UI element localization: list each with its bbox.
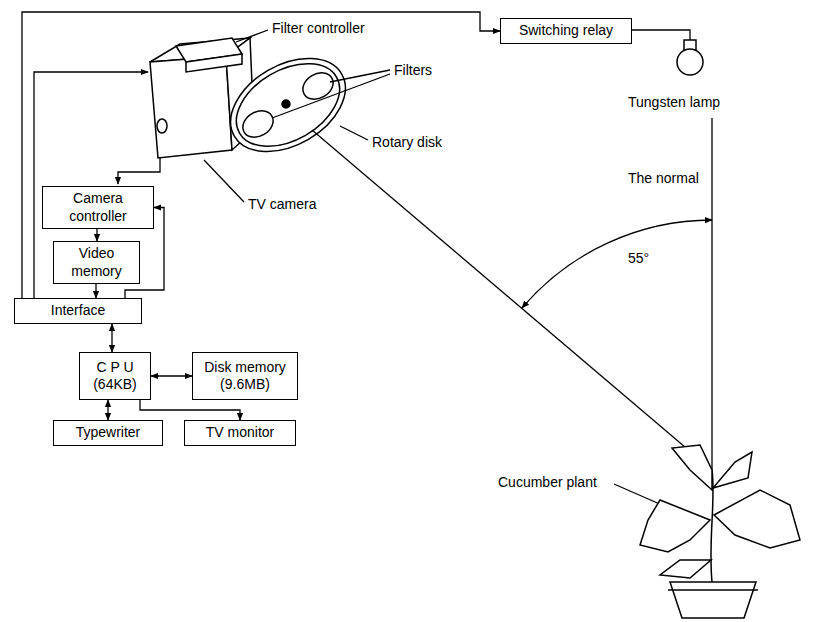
normal-line	[711, 118, 712, 470]
leaf	[714, 490, 800, 548]
angle-arc	[522, 220, 712, 308]
tv-camera	[150, 38, 362, 171]
part-label: Rotary disk	[372, 134, 442, 151]
signal-connector	[22, 12, 500, 298]
leader-line	[614, 484, 662, 505]
cpu-box: C P U (64KB)	[79, 352, 151, 400]
filter	[238, 106, 278, 143]
rotary-disk-rim	[222, 47, 354, 164]
relay-box: Switching relay	[500, 18, 632, 44]
tungsten-lamp	[677, 40, 703, 75]
filter	[298, 68, 338, 105]
part-label: Filter controller	[272, 20, 365, 37]
box-text: Camera controller	[47, 190, 149, 225]
view-line	[312, 130, 712, 470]
leader-line	[330, 70, 390, 82]
pot	[670, 582, 756, 618]
box-text: Interface	[51, 302, 105, 320]
leader-line	[236, 30, 268, 42]
memory-box: Video memory	[53, 241, 140, 284]
leaf	[713, 452, 752, 488]
disk-axis	[282, 100, 290, 108]
camera-knob	[157, 119, 167, 133]
axis-label: The normal	[628, 170, 699, 187]
output-box: TV monitor	[184, 420, 296, 446]
lamp-wire	[632, 30, 690, 40]
box-text: Disk memory (9.6MB)	[197, 359, 293, 394]
leader-line	[340, 126, 368, 140]
output-box: Typewriter	[53, 420, 163, 446]
part-label: Cucumber plant	[498, 474, 597, 491]
leader-line	[272, 74, 390, 118]
leaf	[660, 560, 711, 578]
signal-connector	[96, 229, 97, 241]
box-text: TV monitor	[206, 424, 274, 442]
cucumber-plant	[640, 445, 800, 618]
filter-controller	[186, 54, 242, 72]
signal-connector	[107, 400, 108, 420]
rotary-disk	[214, 39, 361, 170]
pot-rim	[668, 589, 758, 591]
signal-connector	[140, 400, 240, 420]
part-label: Tungsten lamp	[628, 94, 720, 111]
part-label: Filters	[394, 62, 432, 79]
controller-box: Camera controller	[42, 186, 154, 229]
part-label: TV camera	[248, 196, 316, 213]
signal-connector	[111, 324, 112, 352]
leader-line	[204, 160, 244, 202]
angle-label: 55°	[628, 250, 649, 267]
box-text: C P U (64KB)	[84, 359, 146, 394]
memory-box: Disk memory (9.6MB)	[192, 352, 298, 400]
lamp-bulb	[677, 49, 703, 75]
video-wire	[118, 158, 160, 184]
interface-box: Interface	[14, 298, 142, 324]
signal-connector	[151, 375, 192, 376]
signal-connector	[95, 284, 96, 298]
leaf	[640, 500, 710, 552]
box-text: Typewriter	[76, 424, 141, 442]
box-text: Switching relay	[519, 22, 613, 40]
control-wire	[34, 72, 148, 298]
leaf	[672, 445, 712, 490]
box-text: Video memory	[58, 245, 135, 280]
